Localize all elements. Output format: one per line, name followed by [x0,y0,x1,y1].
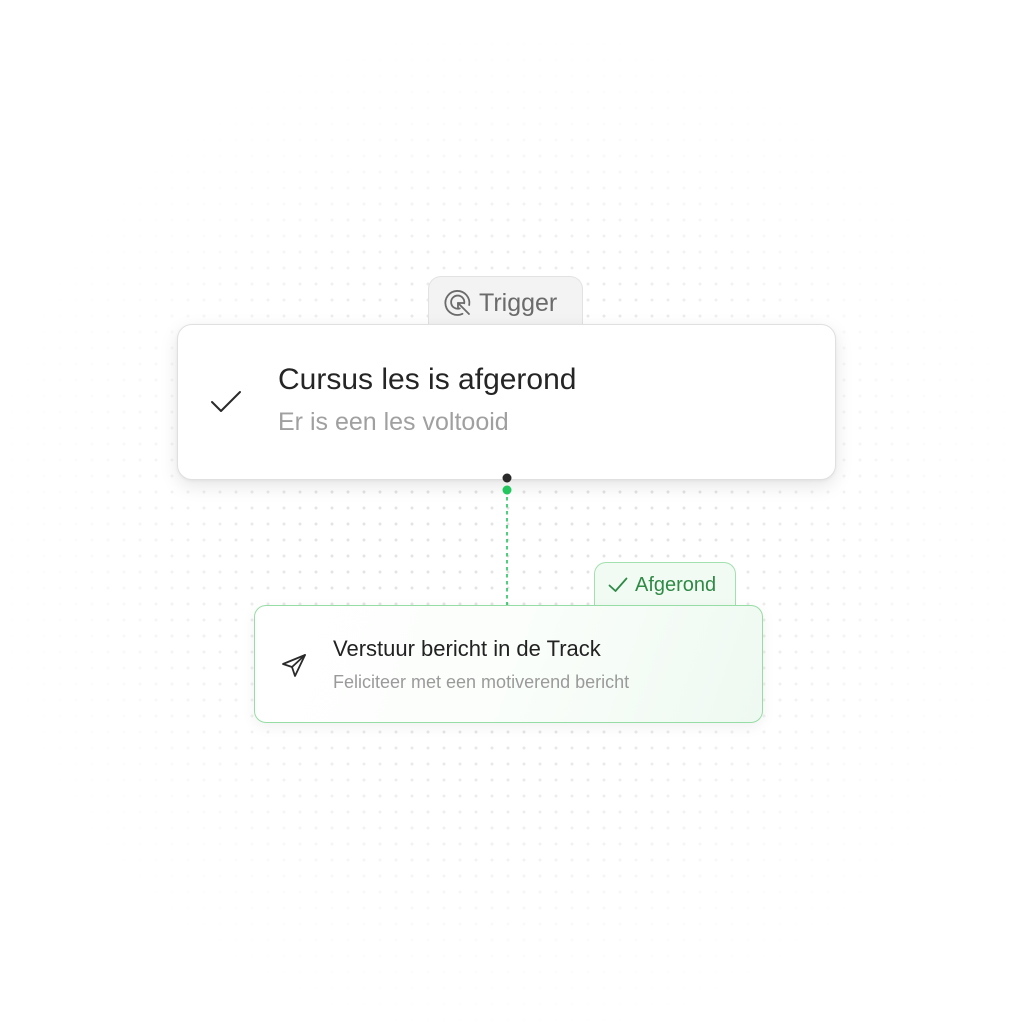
status-label: Afgerond [635,574,717,596]
action-subtitle: Feliciteer met een motiverend bericht [333,672,630,692]
action-title: Verstuur bericht in de Track [333,636,601,661]
trigger-tab: Trigger [428,276,583,332]
action-node[interactable]: Verstuur bericht in de Track Feliciteer … [254,605,763,723]
trigger-subtitle: Er is een les voltooid [278,408,509,436]
paper-plane-icon [282,654,306,677]
status-badge: Afgerond [594,562,736,612]
check-icon [211,391,241,412]
check-icon [608,577,628,592]
trigger-node[interactable]: Cursus les is afgerond Er is een les vol… [177,324,836,480]
trigger-title: Cursus les is afgerond [278,363,577,396]
trigger-tab-label: Trigger [479,289,558,317]
target-pointer-icon [444,290,471,316]
